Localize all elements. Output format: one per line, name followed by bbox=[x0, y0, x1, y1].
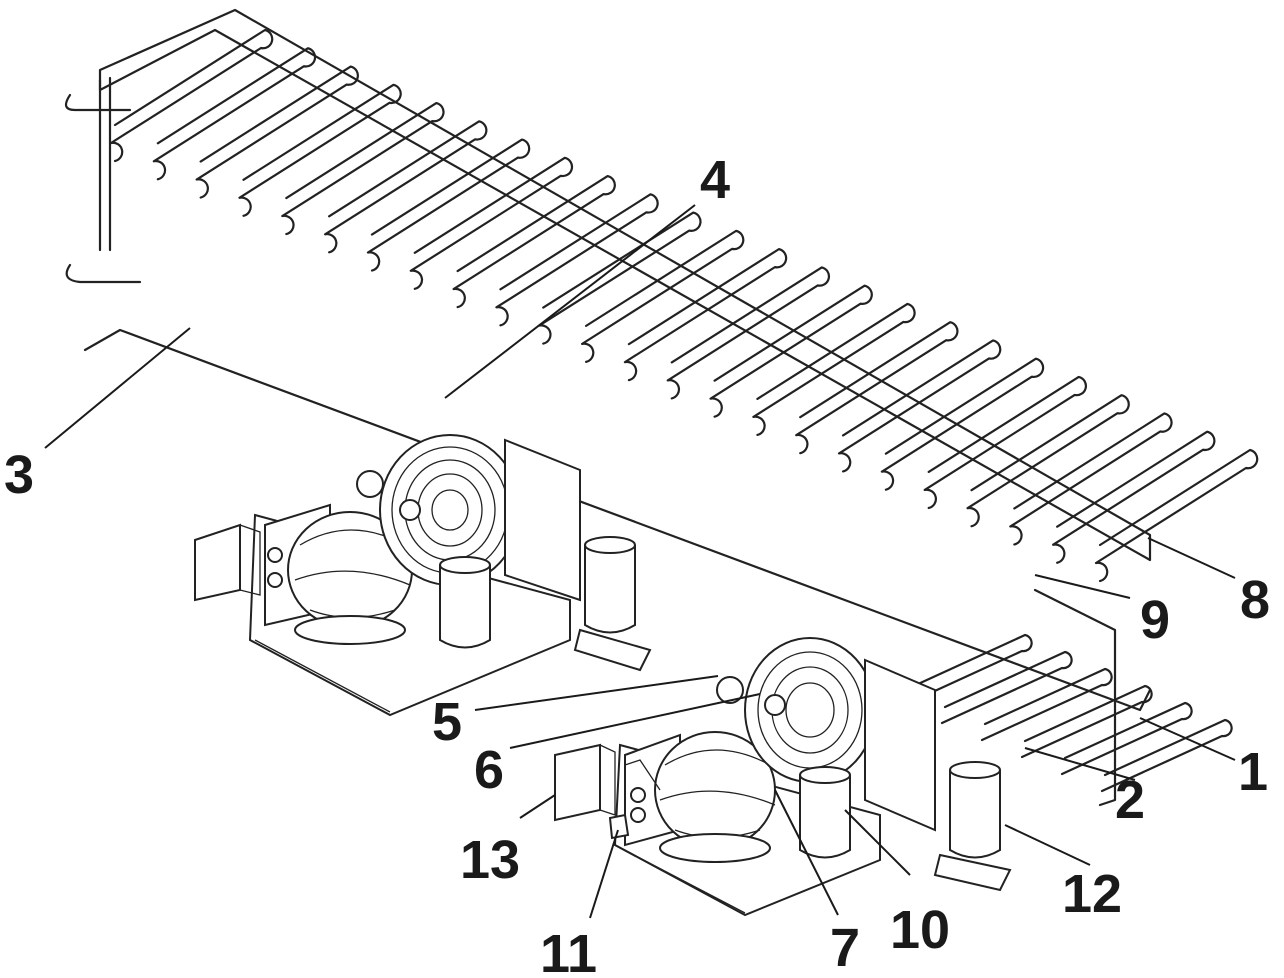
coil-loop bbox=[1052, 430, 1216, 564]
fan-guard bbox=[744, 637, 876, 783]
coil-loop bbox=[1020, 684, 1153, 759]
condenser-block bbox=[864, 658, 936, 832]
callout-7: 7 bbox=[830, 918, 860, 978]
coil-loop bbox=[238, 83, 402, 217]
coil-loop bbox=[409, 156, 574, 290]
condensing-unit-upper bbox=[194, 434, 652, 717]
coil-loop bbox=[538, 211, 702, 345]
coil-loop bbox=[366, 138, 531, 272]
callout-2: 2 bbox=[1115, 770, 1145, 830]
coil-loop bbox=[900, 633, 1033, 708]
callout-5: 5 bbox=[432, 692, 462, 752]
coil-loop bbox=[1060, 701, 1193, 776]
coil-loop bbox=[195, 65, 359, 199]
callout-labels: 1 2 3 4 5 6 7 8 9 10 11 12 13 bbox=[4, 150, 1270, 978]
strap bbox=[608, 813, 630, 840]
callout-13: 13 bbox=[460, 830, 520, 890]
serpentine-coil bbox=[83, 8, 1259, 793]
receiver-top bbox=[439, 556, 491, 574]
coil-loop bbox=[795, 321, 959, 455]
coil-loop bbox=[623, 248, 788, 382]
coil-loop bbox=[966, 394, 1130, 528]
callout-1: 1 bbox=[1238, 742, 1268, 802]
coil-loop bbox=[580, 229, 745, 363]
coil-loop bbox=[152, 47, 317, 181]
coil-loop bbox=[837, 339, 1002, 473]
coil-loop bbox=[940, 650, 1073, 725]
coil-loop bbox=[452, 174, 616, 309]
callout-9: 9 bbox=[1140, 590, 1170, 650]
callout-12: 12 bbox=[1062, 864, 1122, 924]
condenser-block bbox=[504, 438, 581, 602]
valve-icon bbox=[716, 676, 744, 704]
valve-icon bbox=[356, 470, 384, 498]
coil-loop bbox=[1100, 718, 1233, 793]
bracket-pipe bbox=[1033, 588, 1117, 807]
riser-pipe bbox=[64, 76, 142, 284]
coil-loop bbox=[880, 357, 1045, 491]
condensing-unit-lower bbox=[554, 637, 1012, 917]
coil-loop bbox=[1094, 448, 1259, 583]
coil-loop bbox=[980, 667, 1113, 742]
callout-8: 8 bbox=[1240, 570, 1270, 630]
coil-loop bbox=[324, 120, 488, 254]
coil-loop bbox=[1009, 412, 1173, 546]
coil-loop bbox=[281, 101, 445, 236]
callout-6: 6 bbox=[474, 740, 504, 800]
coil-loop bbox=[495, 193, 659, 327]
callout-3: 3 bbox=[4, 445, 34, 505]
coil-loop bbox=[709, 284, 873, 418]
relay-box bbox=[554, 743, 601, 822]
leader-lines bbox=[44, 204, 1236, 919]
terminal-icon bbox=[267, 547, 283, 563]
callout-4: 4 bbox=[700, 150, 730, 210]
coil-loop bbox=[109, 28, 274, 163]
coil-loop bbox=[923, 375, 1088, 510]
callout-10: 10 bbox=[890, 900, 950, 960]
coil-loop bbox=[752, 302, 916, 437]
callout-11: 11 bbox=[540, 924, 597, 978]
coil-loop bbox=[666, 266, 831, 400]
